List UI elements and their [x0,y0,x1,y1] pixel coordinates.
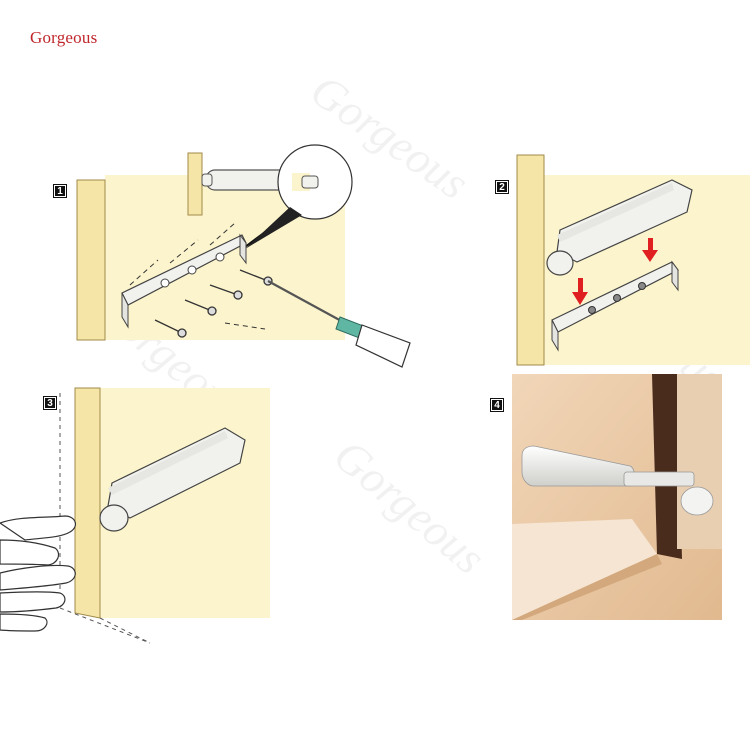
brand-logo: Gorgeous [30,28,97,48]
step-4-photo [512,374,722,620]
step-2-badge: 2 [495,180,509,194]
step-1-badge: 1 [53,184,67,198]
step-3-illustration [0,388,270,650]
step-4-badge: 4 [490,398,504,412]
watermark-logo: Gorgeous [324,428,496,584]
step-2-illustration [512,150,750,365]
step-1-illustration [70,145,430,385]
